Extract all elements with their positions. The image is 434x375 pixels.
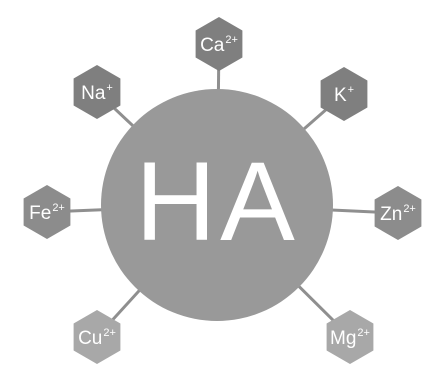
ion-charge-cu: 2+ <box>103 327 116 339</box>
ion-symbol-cu: Cu <box>78 328 102 349</box>
ion-node-mg: Mg2+ <box>326 310 374 364</box>
ion-label-zn: Zn2+ <box>380 203 416 225</box>
connector-k <box>300 106 330 133</box>
ion-hexagon-zn <box>374 186 422 240</box>
ion-hexagon-na <box>73 65 121 119</box>
ion-hexagon-cu <box>73 310 121 364</box>
ion-charge-k: + <box>348 84 354 96</box>
connector-mg <box>295 282 337 324</box>
connector-zn <box>328 208 378 214</box>
ion-label-k: K+ <box>334 84 354 106</box>
ion-charge-na: + <box>106 82 112 94</box>
ion-symbol-zn: Zn <box>380 204 402 225</box>
ion-node-ca: Ca2+ <box>195 17 243 71</box>
ion-symbol-na: Na <box>81 83 106 104</box>
ion-hexagon-ca <box>195 17 243 71</box>
ion-label-cu: Cu2+ <box>78 327 116 349</box>
ion-charge-fe: 2+ <box>52 202 65 214</box>
ion-node-fe: Fe2+ <box>23 185 71 239</box>
connector-na <box>111 105 137 130</box>
ion-symbol-mg: Mg <box>330 328 356 349</box>
ion-label-na: Na+ <box>81 82 113 104</box>
ion-label-mg: Mg2+ <box>330 327 370 349</box>
connectors <box>67 64 378 324</box>
ion-charge-ca: 2+ <box>225 34 238 46</box>
ion-nodes: Ca2+Na+K+Fe2+Zn2+Cu2+Mg2+ <box>23 17 422 364</box>
connector-cu <box>109 286 143 323</box>
ha-circle <box>101 89 333 321</box>
ion-symbol-k: K <box>334 85 347 106</box>
ion-charge-mg: 2+ <box>357 327 370 339</box>
ion-node-na: Na+ <box>73 65 121 119</box>
ha-label: HA <box>135 139 299 264</box>
ion-node-cu: Cu2+ <box>73 310 121 364</box>
ion-node-k: K+ <box>320 67 368 121</box>
ion-symbol-ca: Ca <box>200 35 225 56</box>
ion-hexagon-fe <box>23 185 71 239</box>
ion-node-zn: Zn2+ <box>374 186 422 240</box>
ion-hexagon-mg <box>326 310 374 364</box>
connector-fe <box>67 208 106 213</box>
ion-hexagon-k <box>320 67 368 121</box>
ion-label-ca: Ca2+ <box>200 34 238 56</box>
ion-symbol-fe: Fe <box>29 203 51 224</box>
ion-charge-zn: 2+ <box>403 203 416 215</box>
ion-label-fe: Fe2+ <box>29 202 65 224</box>
